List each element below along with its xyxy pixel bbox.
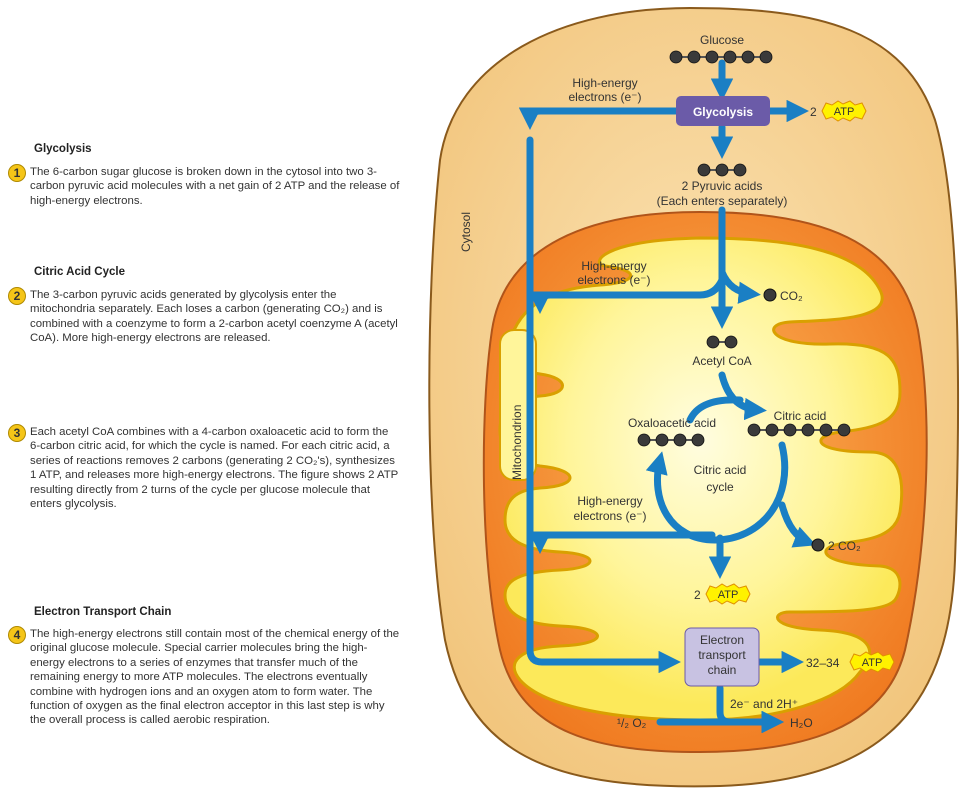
etc-atp-label: ATP	[862, 657, 883, 669]
co2-two-label: 2 CO₂	[828, 539, 861, 553]
electrons-label-3a: High-energy	[577, 494, 642, 508]
step-1-badge: 1	[8, 164, 26, 182]
etc-label-a: Electron	[700, 633, 744, 647]
glycolysis-atp-label: ATP	[834, 106, 855, 118]
oxaloacetic-molecule	[637, 433, 705, 447]
glycolysis-heading: Glycolysis	[34, 143, 92, 155]
citric-acid-heading: Citric Acid Cycle	[34, 266, 125, 278]
cytosol-label: Cytosol	[459, 212, 473, 252]
electrons-label-1b: electrons (e⁻)	[568, 90, 641, 104]
step-2-badge: 2	[8, 287, 26, 305]
pyruvate-electrons-arrow	[528, 276, 726, 314]
co2-two-molecule	[811, 538, 825, 552]
cellular-respiration-diagram: Cytosol Mitochondrion	[428, 6, 960, 788]
cycle-atp-label: ATP	[718, 589, 739, 601]
electrons-label-3b: electrons (e⁻)	[573, 509, 646, 523]
citric-acid-label: Citric acid	[774, 409, 827, 423]
electrons-label-2b: electrons (e⁻)	[577, 273, 650, 287]
pyruvate-co2-arrow	[718, 268, 761, 304]
oxygen-label: ¹/₂ O₂	[617, 716, 647, 730]
step-3-badge: 3	[8, 424, 26, 442]
etc-label-c: chain	[708, 663, 737, 677]
step-3-text: Each acetyl CoA combines with a 4-carbon…	[30, 426, 399, 511]
glycolysis-box	[676, 96, 770, 126]
co2-label: CO₂	[780, 289, 803, 303]
oxalo-to-citric-arrow	[686, 396, 744, 424]
cycle-atp-count: 2	[694, 588, 701, 602]
etc-box	[684, 627, 760, 687]
pyruvic-label-a: 2 Pyruvic acids	[682, 179, 763, 193]
glycolysis-box-label: Glycolysis	[693, 105, 753, 119]
electrons-label-1a: High-energy	[572, 76, 637, 90]
cycle-label-a: Citric acid	[694, 463, 747, 477]
etc-atp-burst	[849, 651, 895, 673]
etc-label-b: transport	[698, 648, 746, 662]
acetyl-coa-label: Acetyl CoA	[692, 354, 751, 368]
electrons-hydrogen-label: 2e⁻ and 2H⁺	[730, 697, 798, 711]
step-4-badge: 4	[8, 626, 26, 644]
co2-molecule	[763, 288, 777, 302]
glycolysis-electrons-arrow	[518, 107, 680, 130]
step-1-text: The 6-carbon sugar glucose is broken dow…	[30, 166, 400, 207]
oxaloacetic-label: Oxaloacetic acid	[628, 416, 716, 430]
pyruvic-label-b: (Each enters separately)	[657, 194, 788, 208]
step-4-text: The high-energy electrons still contain …	[30, 628, 400, 727]
cycle-label-b: cycle	[706, 480, 734, 494]
pyruvic-acid-molecule	[697, 163, 747, 177]
cycle-co2-arrow	[778, 501, 817, 548]
glycolysis-atp-count: 2	[810, 105, 817, 119]
step-2-text: The 3-carbon pyruvic acids generated by …	[30, 289, 398, 345]
etc-heading: Electron Transport Chain	[34, 606, 172, 618]
citric-acid-molecule	[747, 423, 851, 437]
etc-atp-count: 32–34	[806, 656, 840, 670]
citric-cycle-arc	[645, 441, 789, 544]
acetyl-coa-molecule	[706, 335, 738, 349]
glucose-label: Glucose	[700, 33, 744, 47]
glucose-molecule	[669, 50, 773, 64]
cycle-atp-burst	[705, 583, 751, 605]
glycolysis-atp-burst	[821, 100, 867, 122]
mitochondrion-label: Mitochondrion	[510, 405, 524, 480]
electron-main-line	[526, 136, 681, 674]
electrons-label-2a: High-energy	[581, 259, 646, 273]
cycle-electrons-arrow	[528, 531, 716, 554]
water-label: H₂O	[790, 716, 813, 730]
